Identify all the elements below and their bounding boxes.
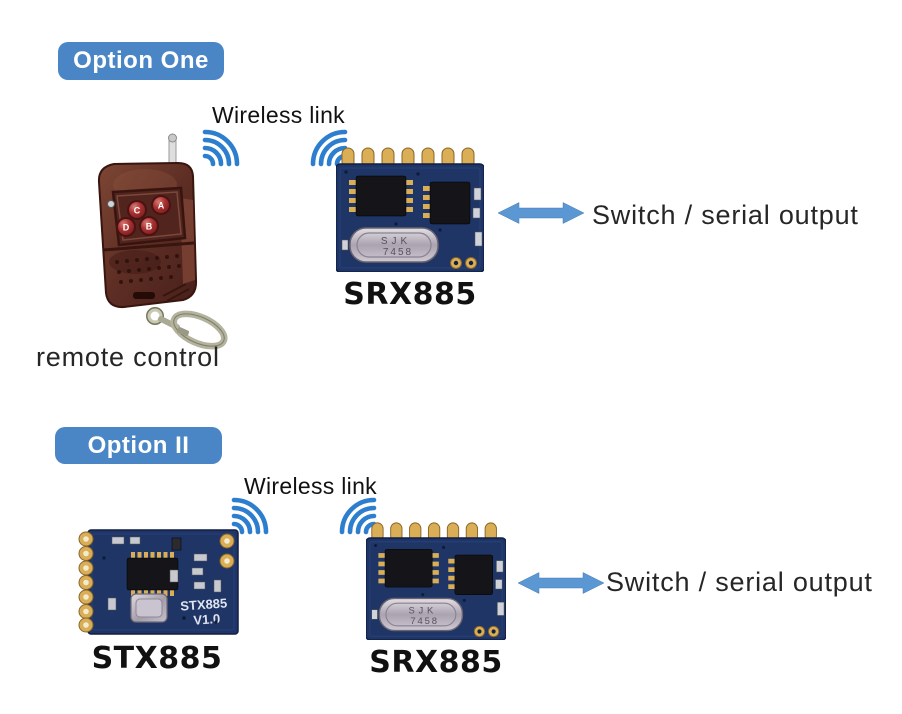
wireless-link-label-1: Wireless link <box>212 102 345 128</box>
remote-button-d: D <box>116 217 136 237</box>
crystal-marking-line1: SJK <box>381 236 411 247</box>
module-crystal: SJK 7458 <box>378 597 464 632</box>
remote-control-label: remote control <box>36 342 220 372</box>
srx885-module-illustration: SJK 7458 <box>366 521 506 640</box>
option-one-badge-label: Option One <box>73 47 209 74</box>
module-smd-parts <box>341 187 483 251</box>
option-two-badge: Option II <box>55 427 222 464</box>
wifi-signal-icon <box>202 125 240 167</box>
module-smd-parts <box>107 536 222 611</box>
module-crystal: SJK 7458 <box>349 227 439 263</box>
wifi-signal-icon <box>310 125 348 167</box>
remote-led <box>107 200 115 208</box>
module-ic-chips <box>378 549 493 595</box>
option-two-badge-label: Option II <box>87 431 190 459</box>
module-metal-can <box>130 593 168 623</box>
crystal-marking-line2: 7458 <box>383 247 413 258</box>
remote-keychain-clasp <box>146 307 228 350</box>
double-arrow-icon <box>498 200 584 226</box>
output-label-2: Switch / serial output <box>606 567 873 597</box>
double-arrow-icon <box>518 570 604 596</box>
srx885-label: SRX885 <box>343 277 477 312</box>
remote-buttons: C A D B <box>116 195 171 237</box>
wifi-signal-icon <box>231 493 269 535</box>
svg-text:B: B <box>146 222 153 232</box>
module-ic-chips <box>349 175 471 225</box>
stx885-silkscreen-line1: STX885 <box>180 595 228 613</box>
crystal-marking-line1: SJK <box>408 606 437 617</box>
module-ic-chip <box>126 552 179 596</box>
remote-grille-dots <box>115 254 181 284</box>
module-holes-left <box>78 531 94 633</box>
srx885-module-illustration: SJK 7458 <box>336 146 484 272</box>
remote-button-b: B <box>139 216 159 236</box>
option-one-badge: Option One <box>58 42 224 80</box>
wireless-link-label-2: Wireless link <box>244 473 377 499</box>
remote-control-illustration: C A D B <box>93 130 241 352</box>
crystal-marking-line2: 7458 <box>410 616 439 627</box>
svg-text:C: C <box>134 206 141 216</box>
stx885-module-illustration: STX885 V1.0 <box>74 528 240 638</box>
svg-text:A: A <box>158 201 165 211</box>
module-smd-parts <box>371 560 505 620</box>
srx885-label: SRX885 <box>369 645 503 680</box>
module-pads <box>450 257 477 269</box>
module-holes-right <box>219 533 235 569</box>
remote-button-a: A <box>151 195 171 215</box>
output-label-1: Switch / serial output <box>592 200 859 230</box>
remote-button-c: C <box>127 200 147 220</box>
stx885-silkscreen-line2: V1.0 <box>193 611 221 628</box>
stx885-label: STX885 <box>91 641 223 676</box>
module-pads <box>473 625 500 638</box>
svg-text:D: D <box>123 223 130 233</box>
